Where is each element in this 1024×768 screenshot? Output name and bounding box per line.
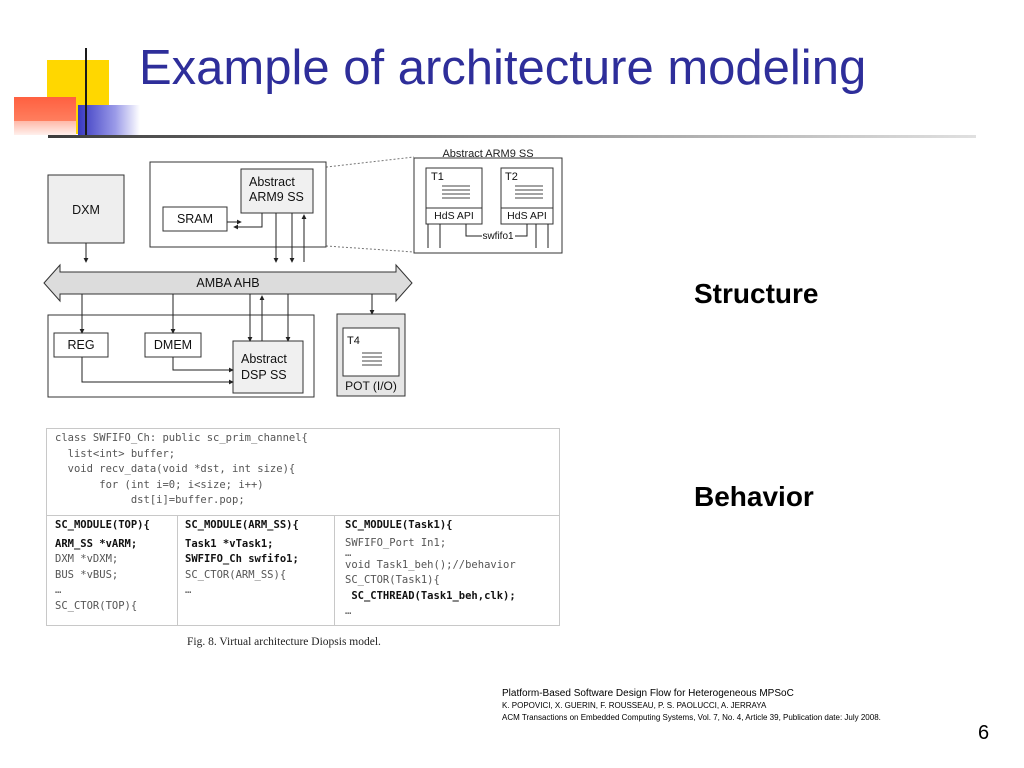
t1-label: T1 <box>431 171 444 183</box>
behavior-code-panel: class SWFIFO_Ch: public sc_prim_channel{… <box>46 428 560 626</box>
code-line: … <box>55 584 62 596</box>
amba-ahb-bus <box>43 263 413 303</box>
page-number: 6 <box>978 722 990 744</box>
hds-api-label-1: HdS API <box>434 210 474 222</box>
code-line: class SWFIFO_Ch: public sc_prim_channel{ <box>55 432 308 444</box>
code-line: SC_MODULE(TOP){ <box>55 519 150 531</box>
code-line: Task1 *vTask1; <box>185 537 274 550</box>
task1-module-code: SC_MODULE(Task1){ SWFIFO_Port In1; … voi… <box>335 516 559 625</box>
arm9-ss-detail-title: Abstract ARM9 SS <box>442 148 533 160</box>
citation: Platform-Based Software Design Flow for … <box>502 688 972 724</box>
dmem-block <box>144 332 202 358</box>
abstract-arm9-label-2: ARM9 SS <box>249 190 304 204</box>
reg-block <box>53 332 109 358</box>
reg-label: REG <box>67 338 94 352</box>
pot-label: POT (I/O) <box>345 379 397 393</box>
title-underline <box>48 135 976 138</box>
citation-journal: ACM Transactions on Embedded Computing S… <box>502 713 881 722</box>
t4-label: T4 <box>347 335 360 347</box>
citation-authors: K. POPOVICI, X. GUERIN, F. ROUSSEAU, P. … <box>502 701 767 710</box>
abstract-dsp-ss-block <box>232 340 304 394</box>
slide-title: Example of architecture modeling <box>139 41 867 95</box>
architecture-structure-diagram: SRAM Abstract ARM9 SS DXM Abstract ARM9 … <box>43 148 563 398</box>
code-line: void recv_data(void *dst, int size){ <box>55 463 296 475</box>
swfifo-class-code: class SWFIFO_Ch: public sc_prim_channel{… <box>47 429 559 516</box>
code-line: SC_CTOR(TOP){ <box>55 599 138 612</box>
code-line: … <box>345 605 352 617</box>
citation-title: Platform-Based Software Design Flow for … <box>502 688 794 699</box>
code-line: ARM_SS *vARM; <box>55 537 138 550</box>
behavior-label: Behavior <box>694 481 814 512</box>
code-line: SWFIFO_Ch swfifo1; <box>185 553 299 565</box>
top-module-code: SC_MODULE(TOP){ ARM_SS *vARM; DXM *vDXM;… <box>47 516 178 625</box>
decor-vertical-line <box>85 48 87 136</box>
code-line: SC_MODULE(Task1){ <box>345 519 453 531</box>
code-line: … <box>345 546 352 559</box>
figure-caption: Fig. 8. Virtual architecture Diopsis mod… <box>187 636 381 648</box>
code-line: for (int i=0; i<size; i++) <box>55 478 264 491</box>
code-line: dst[i]=buffer.pop; <box>55 494 245 506</box>
code-line: … <box>185 584 192 596</box>
abstract-dsp-label-2: DSP SS <box>241 368 287 382</box>
decor-red-bar <box>14 97 76 135</box>
code-line: void Task1_beh();//behavior <box>345 558 516 571</box>
code-line: SC_MODULE(ARM_SS){ <box>185 519 299 531</box>
dxm-block <box>47 174 125 244</box>
sram-block <box>162 206 228 232</box>
hds-api-label-2: HdS API <box>507 210 547 222</box>
dmem-label: DMEM <box>154 338 192 352</box>
code-line: SC_CTOR(ARM_SS){ <box>185 568 287 581</box>
amba-label: AMBA AHB <box>196 276 259 290</box>
abstract-arm9-label-1: Abstract <box>249 175 295 189</box>
t2-label: T2 <box>505 171 518 183</box>
abstract-arm9-ss-block <box>240 168 314 214</box>
swfifo-label: swfifo1 <box>482 231 514 242</box>
arm-ss-module-code: SC_MODULE(ARM_SS){ Task1 *vTask1; SWFIFO… <box>178 516 335 625</box>
sram-label: SRAM <box>177 212 213 226</box>
code-line: BUS *vBUS; <box>55 568 119 581</box>
code-line: SC_CTHREAD(Task1_beh,clk); <box>345 589 516 602</box>
structure-label: Structure <box>694 278 819 309</box>
decor-blue-bar <box>78 105 140 135</box>
code-line: list<int> buffer; <box>55 447 176 460</box>
code-line: SWFIFO_Port In1; <box>345 536 447 549</box>
abstract-dsp-label-1: Abstract <box>241 352 287 366</box>
code-line: SC_CTOR(Task1){ <box>345 574 440 586</box>
dxm-label: DXM <box>72 203 100 217</box>
code-line: DXM *vDXM; <box>55 553 119 565</box>
